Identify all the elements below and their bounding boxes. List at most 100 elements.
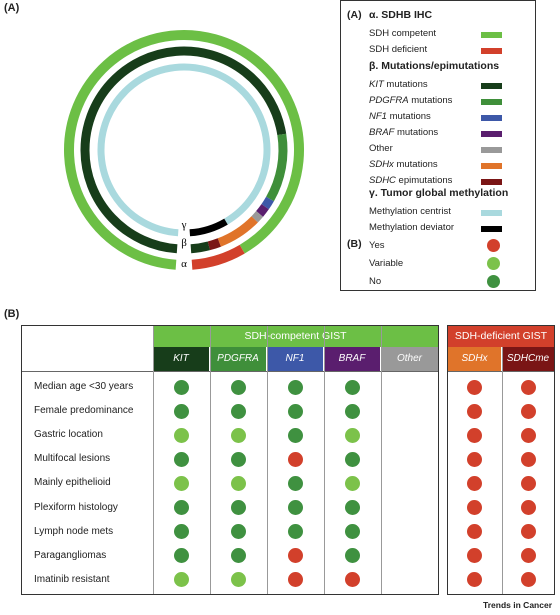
row-label: Lymph node mets [34,525,114,537]
status-dot-yes [467,548,482,564]
status-dot-no [287,500,303,515]
status-dot-no [344,379,360,395]
column-divider [324,326,325,594]
sdh-deficient-header: SDH-deficient GIST [448,326,554,347]
status-dot-yes [344,572,360,588]
column-header-kit: KIT [153,347,209,371]
column-divider [210,326,211,594]
panel-a-label: (A) [4,2,20,14]
row-label: Mainly epithelioid [34,477,111,489]
legend-beta-item-swatch [481,147,502,153]
status-dot-no [173,524,189,540]
status-dot-yes [520,451,536,467]
legend-beta-item-swatch [481,131,502,137]
legend-alpha-item-swatch [481,32,502,38]
column-divider [267,326,268,594]
status-dot-no [287,524,303,540]
status-dot-no [287,475,303,491]
legend-beta-item-swatch [481,83,502,89]
legend-alpha-item-label: SDH deficient [369,44,428,55]
source-credit: Trends in Cancer [483,600,552,610]
legend-gamma-item-label: Methylation centrist [369,206,451,217]
status-dot-yes [520,475,536,491]
alpha-ring-segment [191,244,245,270]
status-dot-variable [230,572,246,588]
legend-beta-item-label: PDGFRA mutations [369,95,453,106]
beta-ring-segment [261,196,274,210]
status-dot-yes [467,475,482,491]
status-dot-yes [467,379,482,395]
status-dot-no [287,427,303,443]
column-header-nf1: NF1 [267,347,323,371]
status-dot-variable [173,572,189,588]
row-label: Multifocal lesions [34,453,111,465]
alpha-ring-label: α [181,258,187,270]
status-dot-no [230,379,246,395]
column-divider [502,347,503,594]
status-dot-yes [520,403,536,419]
beta-ring-segment [266,133,288,202]
status-dot-no [344,500,360,515]
legend-beta-title: β. Mutations/epimutations [369,60,500,72]
beta-ring-segment [256,204,269,217]
legend-alpha-title: α. SDHB IHC [369,9,433,21]
row-label: Imatinib resistant [34,573,110,585]
legend-beta-item-label: SDHC epimutations [369,175,453,186]
column-divider [381,326,382,594]
status-dot-yes [467,500,482,515]
status-dot-no [173,500,189,515]
row-label: Median age <30 years [34,381,134,392]
column-header-other: Other [381,347,438,371]
beta-ring-label: β [181,237,187,249]
status-dot-yes [467,524,482,540]
status-dot-no [230,451,246,467]
legend-status-item-label: Variable [369,258,404,269]
sdh-competent-table [21,325,439,595]
status-dot-yes [520,548,536,564]
status-dot-no [344,403,360,419]
legend-beta-item-swatch [481,115,502,121]
legend-beta-item-label: KIT mutations [369,79,428,90]
legend-status-item-dot [487,239,500,252]
column-header-pdgfra: PDGFRA [210,347,266,371]
gamma-ring-label: γ [181,219,187,231]
status-dot-no [230,548,246,564]
column-header-sdhx: SDHx [448,347,501,371]
status-dot-yes [287,451,303,467]
legend-status-item-label: No [369,276,382,287]
column-divider [153,326,154,594]
status-dot-no [173,548,189,564]
column-header-braf: BRAF [324,347,380,371]
beta-ring-segment [217,216,258,247]
status-dot-yes [287,572,303,588]
row-label: Female predominance [34,405,134,417]
status-dot-no [287,403,303,419]
row-label: Gastric location [34,429,103,441]
status-dot-yes [520,572,536,588]
status-dot-variable [230,427,246,443]
status-dot-no [173,403,189,419]
header-divider-deficient [448,371,554,372]
legend-beta-item-swatch [481,163,502,169]
legend-alpha-item-label: SDH competent [369,28,437,39]
header-divider [22,371,438,372]
legend-gamma-item-swatch [481,210,502,216]
beta-ring-segment [207,238,221,251]
legend-status-item-dot [487,257,500,270]
beta-ring-segment [80,46,287,254]
status-dot-no [230,403,246,419]
legend-beta-item-label: Other [369,143,393,154]
status-dot-yes [467,427,482,443]
legend-a-label: (A) [347,9,362,21]
status-dot-variable [173,427,189,443]
status-dot-no [173,451,189,467]
sdh-deficient-table [447,325,555,595]
status-dot-no [230,500,246,515]
legend-gamma-title: γ. Tumor global methylation [369,187,509,199]
status-dot-variable [344,427,360,443]
gamma-ring-segment [97,63,271,237]
legend-gamma-item-label: Methylation deviator [369,222,455,233]
status-dot-yes [467,572,482,588]
status-dot-no [173,379,189,395]
